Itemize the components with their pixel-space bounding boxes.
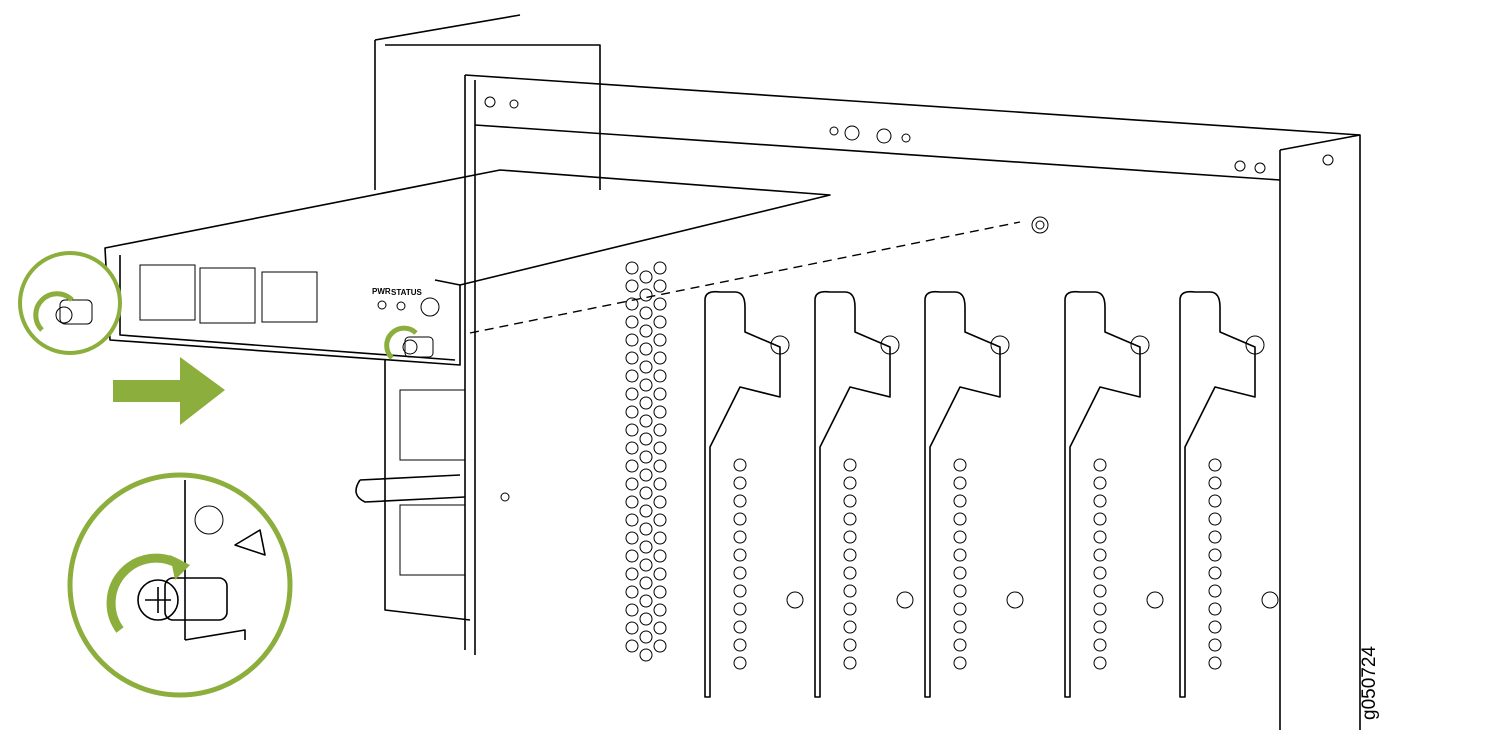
vent-hole (625, 531, 639, 545)
captive-screw-right (402, 336, 434, 358)
card-slots (704, 290, 1279, 698)
screw-callout-small (18, 251, 122, 355)
vent-hole (653, 639, 667, 653)
vent-hole (625, 333, 639, 347)
vent-hole (639, 342, 653, 356)
vent-hole (653, 261, 667, 275)
vent-hole (639, 522, 653, 536)
vent-hole (653, 315, 667, 329)
vent-hole (625, 423, 639, 437)
vent-hole (653, 549, 667, 563)
vent-hole (625, 297, 639, 311)
vent-hole (653, 459, 667, 473)
vent-hole (639, 486, 653, 500)
vent-hole (639, 630, 653, 644)
vent-hole (653, 423, 667, 437)
vent-column (625, 261, 667, 662)
figure-id: g050724 (1359, 646, 1380, 720)
card-slot-ejector (1064, 290, 1164, 698)
vent-hole (639, 288, 653, 302)
vent-hole (639, 558, 653, 572)
alignment-guide-line (469, 221, 1021, 334)
vent-hole (639, 324, 653, 338)
vent-hole (653, 513, 667, 527)
vent-hole (653, 531, 667, 545)
vent-hole (625, 549, 639, 563)
vent-hole (653, 333, 667, 347)
vent-hole (653, 495, 667, 509)
vent-hole (639, 360, 653, 374)
vent-hole (653, 567, 667, 581)
vent-hole (653, 477, 667, 491)
vent-hole (625, 405, 639, 419)
target-screw (1031, 216, 1049, 234)
insert-direction-arrow (113, 357, 225, 425)
vent-hole (653, 387, 667, 401)
vent-hole (625, 585, 639, 599)
vent-hole (625, 495, 639, 509)
vent-hole (625, 315, 639, 329)
vent-hole (639, 504, 653, 518)
vent-hole (653, 297, 667, 311)
vent-hole (653, 585, 667, 599)
vent-hole (639, 378, 653, 392)
vent-hole (639, 468, 653, 482)
vent-hole (639, 432, 653, 446)
vent-hole (625, 459, 639, 473)
card-slot-ejector (924, 290, 1024, 698)
vent-hole (639, 270, 653, 284)
vent-hole (625, 477, 639, 491)
vent-hole (653, 441, 667, 455)
vent-hole (625, 261, 639, 275)
chassis (355, 14, 1361, 730)
vent-hole (625, 441, 639, 455)
vent-hole (639, 612, 653, 626)
vent-hole (653, 351, 667, 365)
vent-hole (639, 576, 653, 590)
vent-hole (625, 279, 639, 293)
status-led-label: STATUS (391, 288, 422, 297)
vent-hole (653, 279, 667, 293)
vent-hole (639, 540, 653, 554)
vent-hole (639, 396, 653, 410)
vent-hole (625, 639, 639, 653)
vent-hole (653, 603, 667, 617)
pwr-led-label: PWR (372, 287, 391, 296)
vent-hole (639, 414, 653, 428)
interface-module: PWR STATUS (104, 169, 831, 366)
vent-hole (625, 621, 639, 635)
vent-hole (653, 369, 667, 383)
card-slot-ejector (1179, 290, 1279, 698)
vent-hole (639, 648, 653, 662)
rotate-arrow-icon (384, 325, 418, 360)
vent-hole (625, 387, 639, 401)
vent-hole (625, 567, 639, 581)
screw-callout-large (67, 472, 293, 698)
card-slot-ejector (814, 290, 914, 698)
vent-hole (639, 450, 653, 464)
vent-hole (639, 594, 653, 608)
vent-hole (625, 369, 639, 383)
rotate-arrow-icon (106, 553, 183, 633)
rotate-arrow-icon (33, 291, 74, 332)
vent-hole (625, 603, 639, 617)
vent-hole (639, 306, 653, 320)
vent-hole (625, 351, 639, 365)
card-slot-ejector (704, 290, 804, 698)
vent-hole (653, 621, 667, 635)
vent-hole (625, 513, 639, 527)
vent-hole (653, 405, 667, 419)
